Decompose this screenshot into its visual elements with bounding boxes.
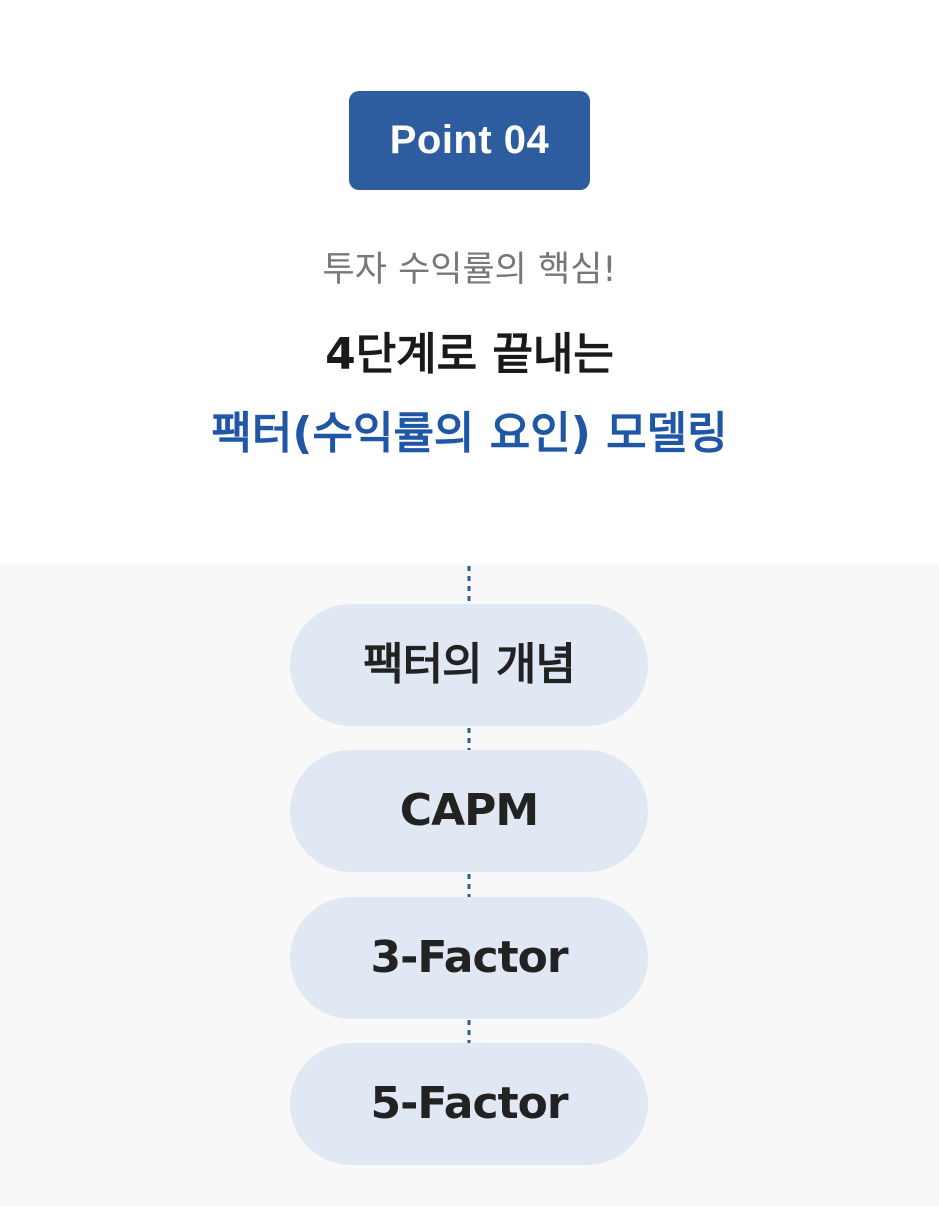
point-badge: Point 04 (349, 91, 590, 190)
flow-diagram: 팩터의 개념 CAPM 3-Factor 5-Factor (0, 564, 939, 1206)
header-section: Point 04 투자 수익률의 핵심! 4단계로 끝내는 팩터(수익률의 요인… (0, 0, 939, 564)
step-capm: CAPM (290, 750, 648, 872)
step-factor-concept: 팩터의 개념 (290, 604, 648, 726)
step-3-factor: 3-Factor (290, 897, 648, 1019)
subtitle: 투자 수익률의 핵심! (322, 250, 617, 290)
step-5-factor: 5-Factor (290, 1043, 648, 1165)
title-line-1: 4단계로 끝내는 (325, 329, 614, 380)
title-line-2: 팩터(수익률의 요인) 모델링 (211, 408, 728, 459)
